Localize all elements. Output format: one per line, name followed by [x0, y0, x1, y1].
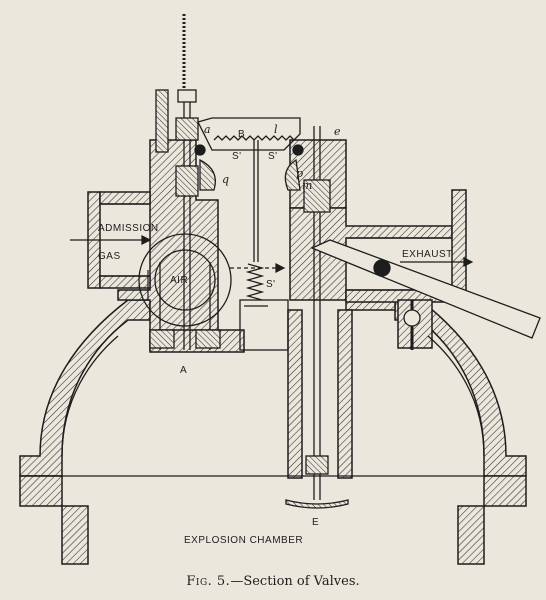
spring-lower — [245, 263, 265, 301]
label-gas: GAS — [98, 251, 121, 262]
spring-upper — [213, 135, 295, 141]
label-explosion-chamber: EXPLOSION CHAMBER — [184, 535, 304, 546]
label-part-m: m — [302, 179, 313, 192]
gas-inlet-top — [99, 191, 151, 205]
label-part-e: e — [334, 125, 342, 138]
flange-left — [19, 475, 63, 507]
figure-caption: Fig. 5.—Section of Valves. — [0, 574, 546, 589]
exhaust-flange — [451, 189, 467, 295]
flow-arrows — [70, 235, 474, 300]
label-air: AIR — [170, 275, 189, 286]
air-ring-inner — [154, 249, 216, 311]
engine-casing — [19, 139, 527, 565]
cylinder-head-left — [19, 299, 151, 477]
label-spring-s1-lower: S' — [266, 279, 276, 290]
lower-wall-right — [457, 505, 485, 565]
admission-valve — [149, 14, 221, 350]
label-exhaust: EXHAUST — [402, 249, 453, 260]
gas-inlet-bottom — [99, 275, 151, 289]
cam-p — [284, 158, 301, 191]
engine-outlines — [20, 203, 485, 477]
label-valve-a: A — [180, 365, 188, 376]
label-spring-s1-right: S' — [268, 151, 278, 162]
exhaust-sleeve-left — [287, 309, 303, 479]
caption-text: —Section of Valves. — [230, 574, 360, 589]
flange-right — [483, 475, 527, 507]
label-part-q: q — [222, 173, 230, 186]
label-spring-s1-left: S' — [232, 151, 242, 162]
exhaust-sleeve-right — [337, 309, 353, 479]
lever-pivot — [373, 259, 391, 277]
rocker-gear — [194, 117, 304, 307]
air-ring-outer — [138, 233, 232, 327]
label-part-p: p — [296, 167, 304, 180]
label-admission: ADMISSION — [98, 223, 159, 234]
lower-wall-left — [61, 505, 89, 565]
label-part-l: l — [274, 123, 279, 136]
cam-q — [199, 158, 217, 191]
rocker-lever — [197, 117, 301, 151]
exhaust-valve — [285, 126, 541, 509]
figure-label: Fig. 5. — [186, 574, 231, 589]
exhaust-lever — [310, 239, 541, 339]
label-part-a: a — [204, 123, 212, 136]
label-part-b: B — [238, 129, 246, 140]
exhaust-valve-head — [285, 499, 349, 509]
label-valve-e: E — [312, 517, 320, 528]
